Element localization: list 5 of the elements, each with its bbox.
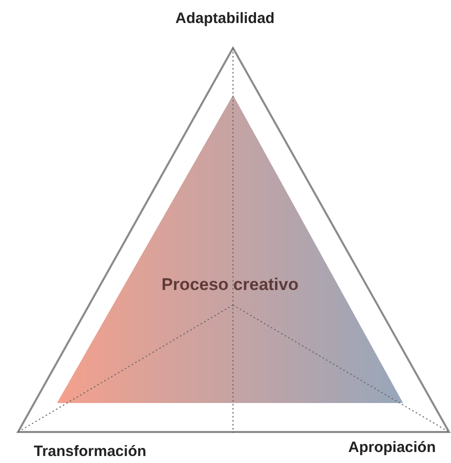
- vertex-label: Transformación: [34, 443, 146, 460]
- center-label: Proceso creativo: [160, 275, 300, 295]
- vertex-label: Adaptabilidad: [175, 10, 275, 27]
- vertex-label: Apropiación: [348, 439, 436, 456]
- gradient-triangle: [57, 95, 403, 403]
